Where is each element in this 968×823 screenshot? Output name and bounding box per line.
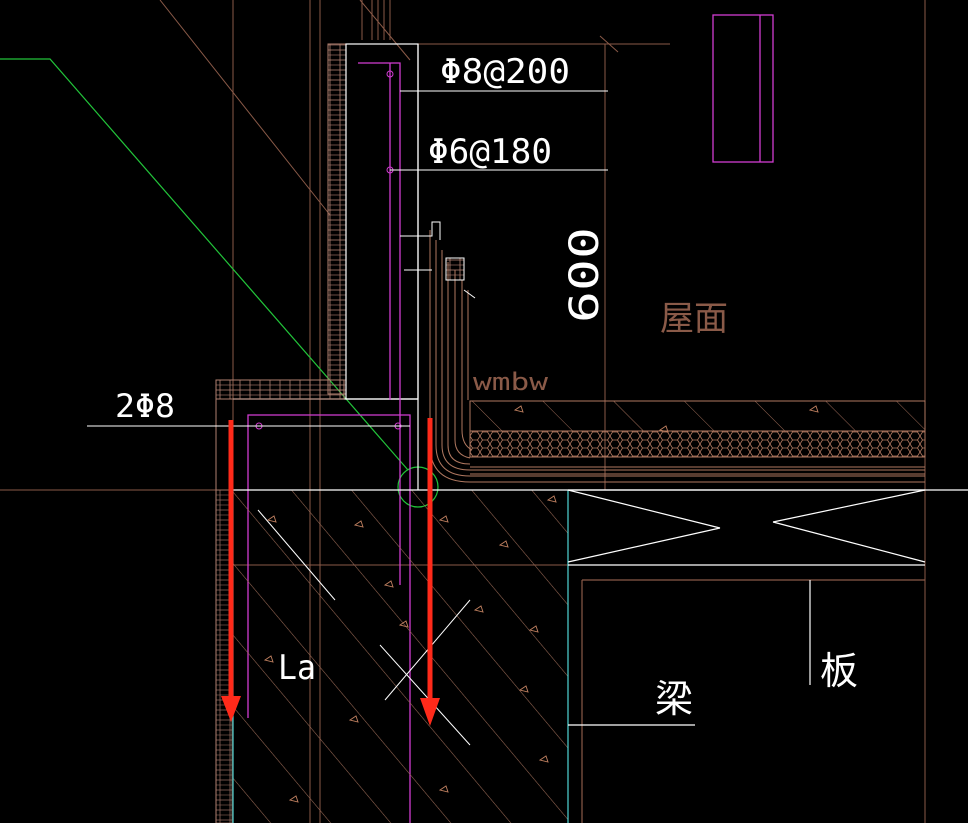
label-leaders (87, 90, 608, 427)
dimension-600-label: 600 (562, 227, 608, 323)
parapet-wall (215, 43, 419, 823)
green-leader-line (0, 58, 409, 471)
flashing-detail (400, 221, 476, 299)
slab-label: 板 (820, 649, 858, 693)
right-anchor-arrow (420, 418, 440, 726)
rebar-mid-label: Φ6@180 (428, 132, 552, 172)
slab-section (567, 489, 926, 823)
beam-label: 梁 (655, 677, 693, 721)
waterproof-label: wmbw (473, 368, 549, 396)
rebar-corner-label: 2Φ8 (115, 387, 175, 425)
roof-label: 屋面 (660, 299, 728, 339)
roof-layers (469, 400, 926, 475)
rebar-top-label: Φ8@200 (440, 52, 570, 92)
anchor-length-label: La (278, 648, 316, 688)
aggregate-triangles (263, 405, 819, 803)
left-anchor-arrow (221, 420, 241, 722)
concrete-beam (232, 489, 968, 823)
